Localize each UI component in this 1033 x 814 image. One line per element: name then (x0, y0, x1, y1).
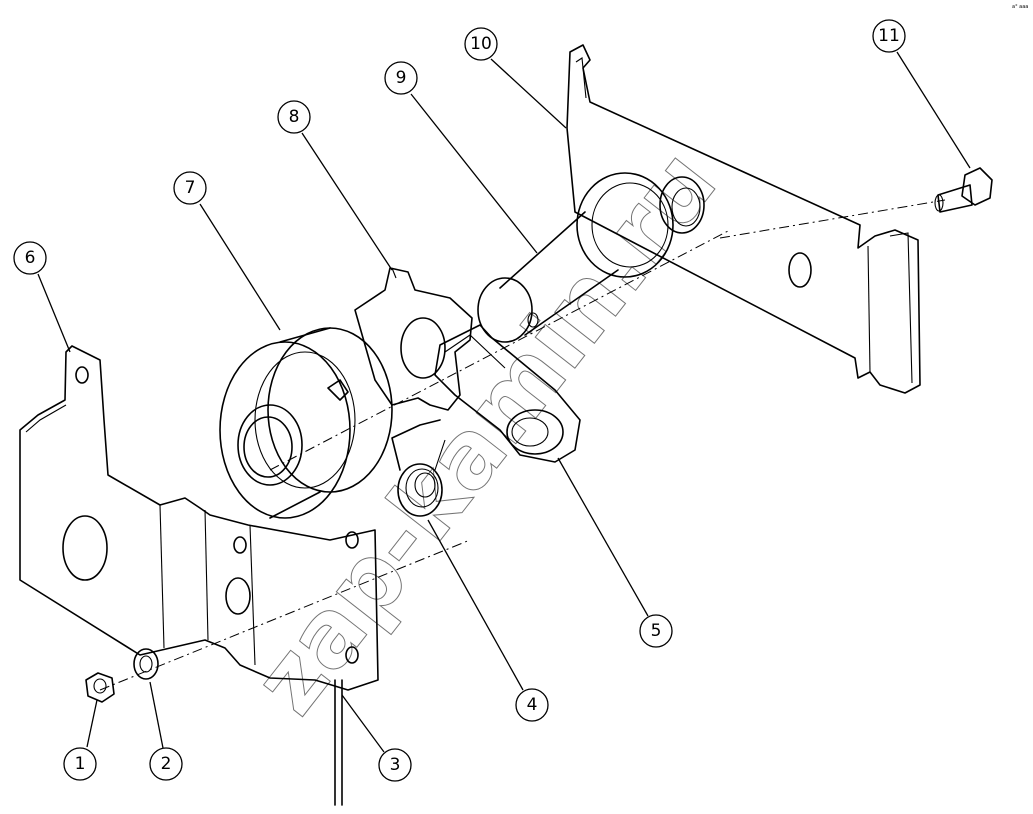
part-2-washer (133, 648, 159, 680)
callout-label: 2 (161, 754, 172, 774)
corner-mark: a° aaa (1012, 4, 1028, 10)
part-6-front-bracket (19, 345, 379, 691)
part-5-lever-arm (434, 324, 581, 463)
callout-4: 4 (427, 519, 549, 722)
callout-5: 5 (557, 457, 673, 648)
part-3-rod (334, 679, 343, 806)
callout-3: 3 (341, 694, 412, 782)
callout-1: 1 (63, 699, 98, 781)
callout-10: 10 (464, 27, 567, 129)
callout-2: 2 (149, 681, 183, 781)
callout-8: 8 (277, 100, 393, 271)
callout-label: 7 (185, 178, 196, 198)
callout-label: 1 (75, 754, 86, 774)
part-8-lock-washer (354, 267, 473, 411)
callout-9: 9 (384, 61, 538, 254)
callout-label: 8 (289, 107, 300, 127)
callout-label: 5 (651, 621, 662, 641)
part-11-bolt (934, 167, 993, 213)
callout-label: 6 (25, 248, 36, 268)
callout-6: 6 (13, 241, 71, 353)
callout-label: 3 (390, 755, 401, 775)
part-1-nut (85, 672, 115, 703)
part-7-pulley (219, 327, 393, 519)
callout-label: 4 (527, 695, 538, 715)
callout-group: 1 2 3 4 5 6 7 (13, 19, 971, 782)
part-9-shaft (477, 172, 674, 343)
callout-label: 9 (396, 68, 407, 88)
assembly-axis (99, 199, 946, 691)
callout-label: 10 (470, 34, 492, 54)
callout-label: 11 (878, 26, 900, 46)
callout-11: 11 (872, 19, 971, 169)
part-4-spring (391, 419, 446, 517)
callout-7: 7 (173, 171, 281, 331)
part-10-rear-plate (566, 44, 921, 394)
